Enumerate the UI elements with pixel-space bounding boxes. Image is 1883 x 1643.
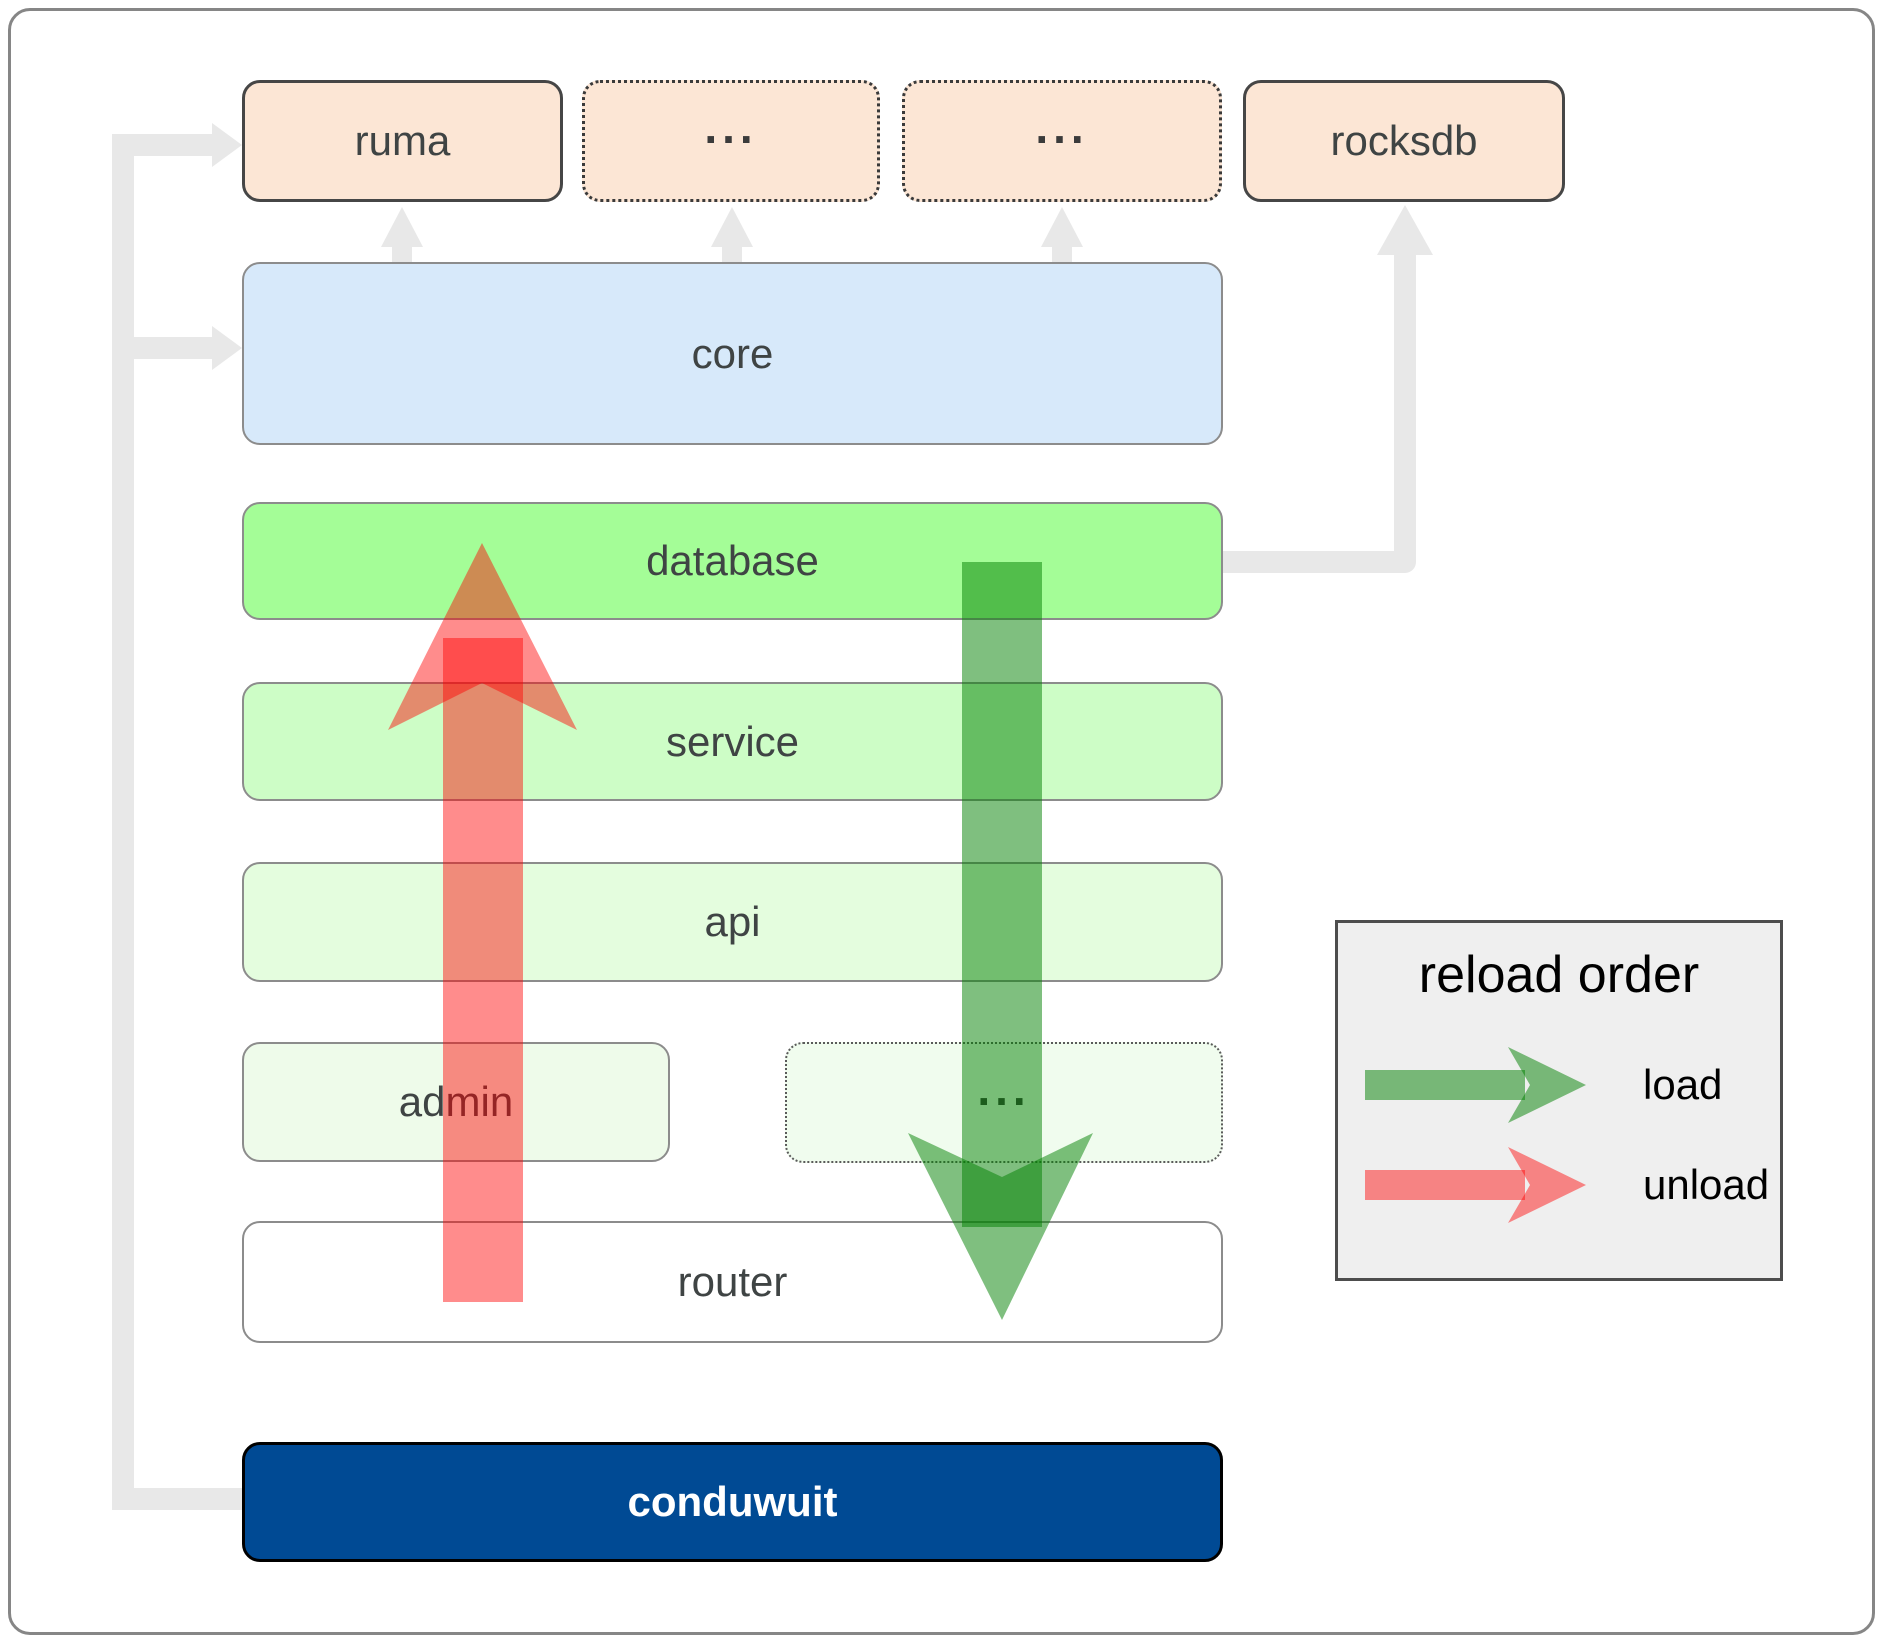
legend-item-load: load [1365,1045,1722,1125]
box-more-crates-1: ... [582,80,880,202]
box-service: service [242,682,1223,801]
box-admin-label: admin [398,1078,514,1125]
box-database: database [242,502,1223,620]
box-ruma-label: ruma [354,117,451,164]
unload-arrow-legend-icon [1365,1147,1586,1223]
box-rocksdb: rocksdb [1243,80,1565,202]
box-ruma: ruma [242,80,563,202]
box-service-label: service [665,717,800,765]
load-arrow-legend-icon [1365,1047,1586,1123]
diagram-frame [8,8,1875,1635]
box-core-label: core [691,329,774,377]
box-admin: admin [242,1042,670,1162]
box-router-label: router [677,1258,788,1305]
box-api-label: api [704,898,761,945]
box-router: router [242,1221,1223,1343]
box-conduwuit: conduwuit [242,1442,1223,1562]
box-api: api [242,862,1223,982]
box-database-label: database [646,537,819,584]
box-more-crates-1-label: ... [704,101,758,153]
box-more-crates-2-label: ... [1035,101,1089,153]
legend-unload-label: unload [1643,1161,1770,1208]
box-conduwuit-label: conduwuit [627,1478,838,1525]
box-more-services: ... [785,1042,1223,1163]
box-more-crates-2: ... [902,80,1222,202]
legend-item-unload: unload [1365,1145,1769,1225]
legend: reload order load unload [1335,920,1783,1281]
box-core: core [242,262,1223,445]
box-more-services-label: ... [977,1062,1031,1115]
legend-load-label: load [1643,1061,1723,1108]
legend-title: reload order [1418,946,1700,1004]
box-rocksdb-label: rocksdb [1330,117,1478,164]
